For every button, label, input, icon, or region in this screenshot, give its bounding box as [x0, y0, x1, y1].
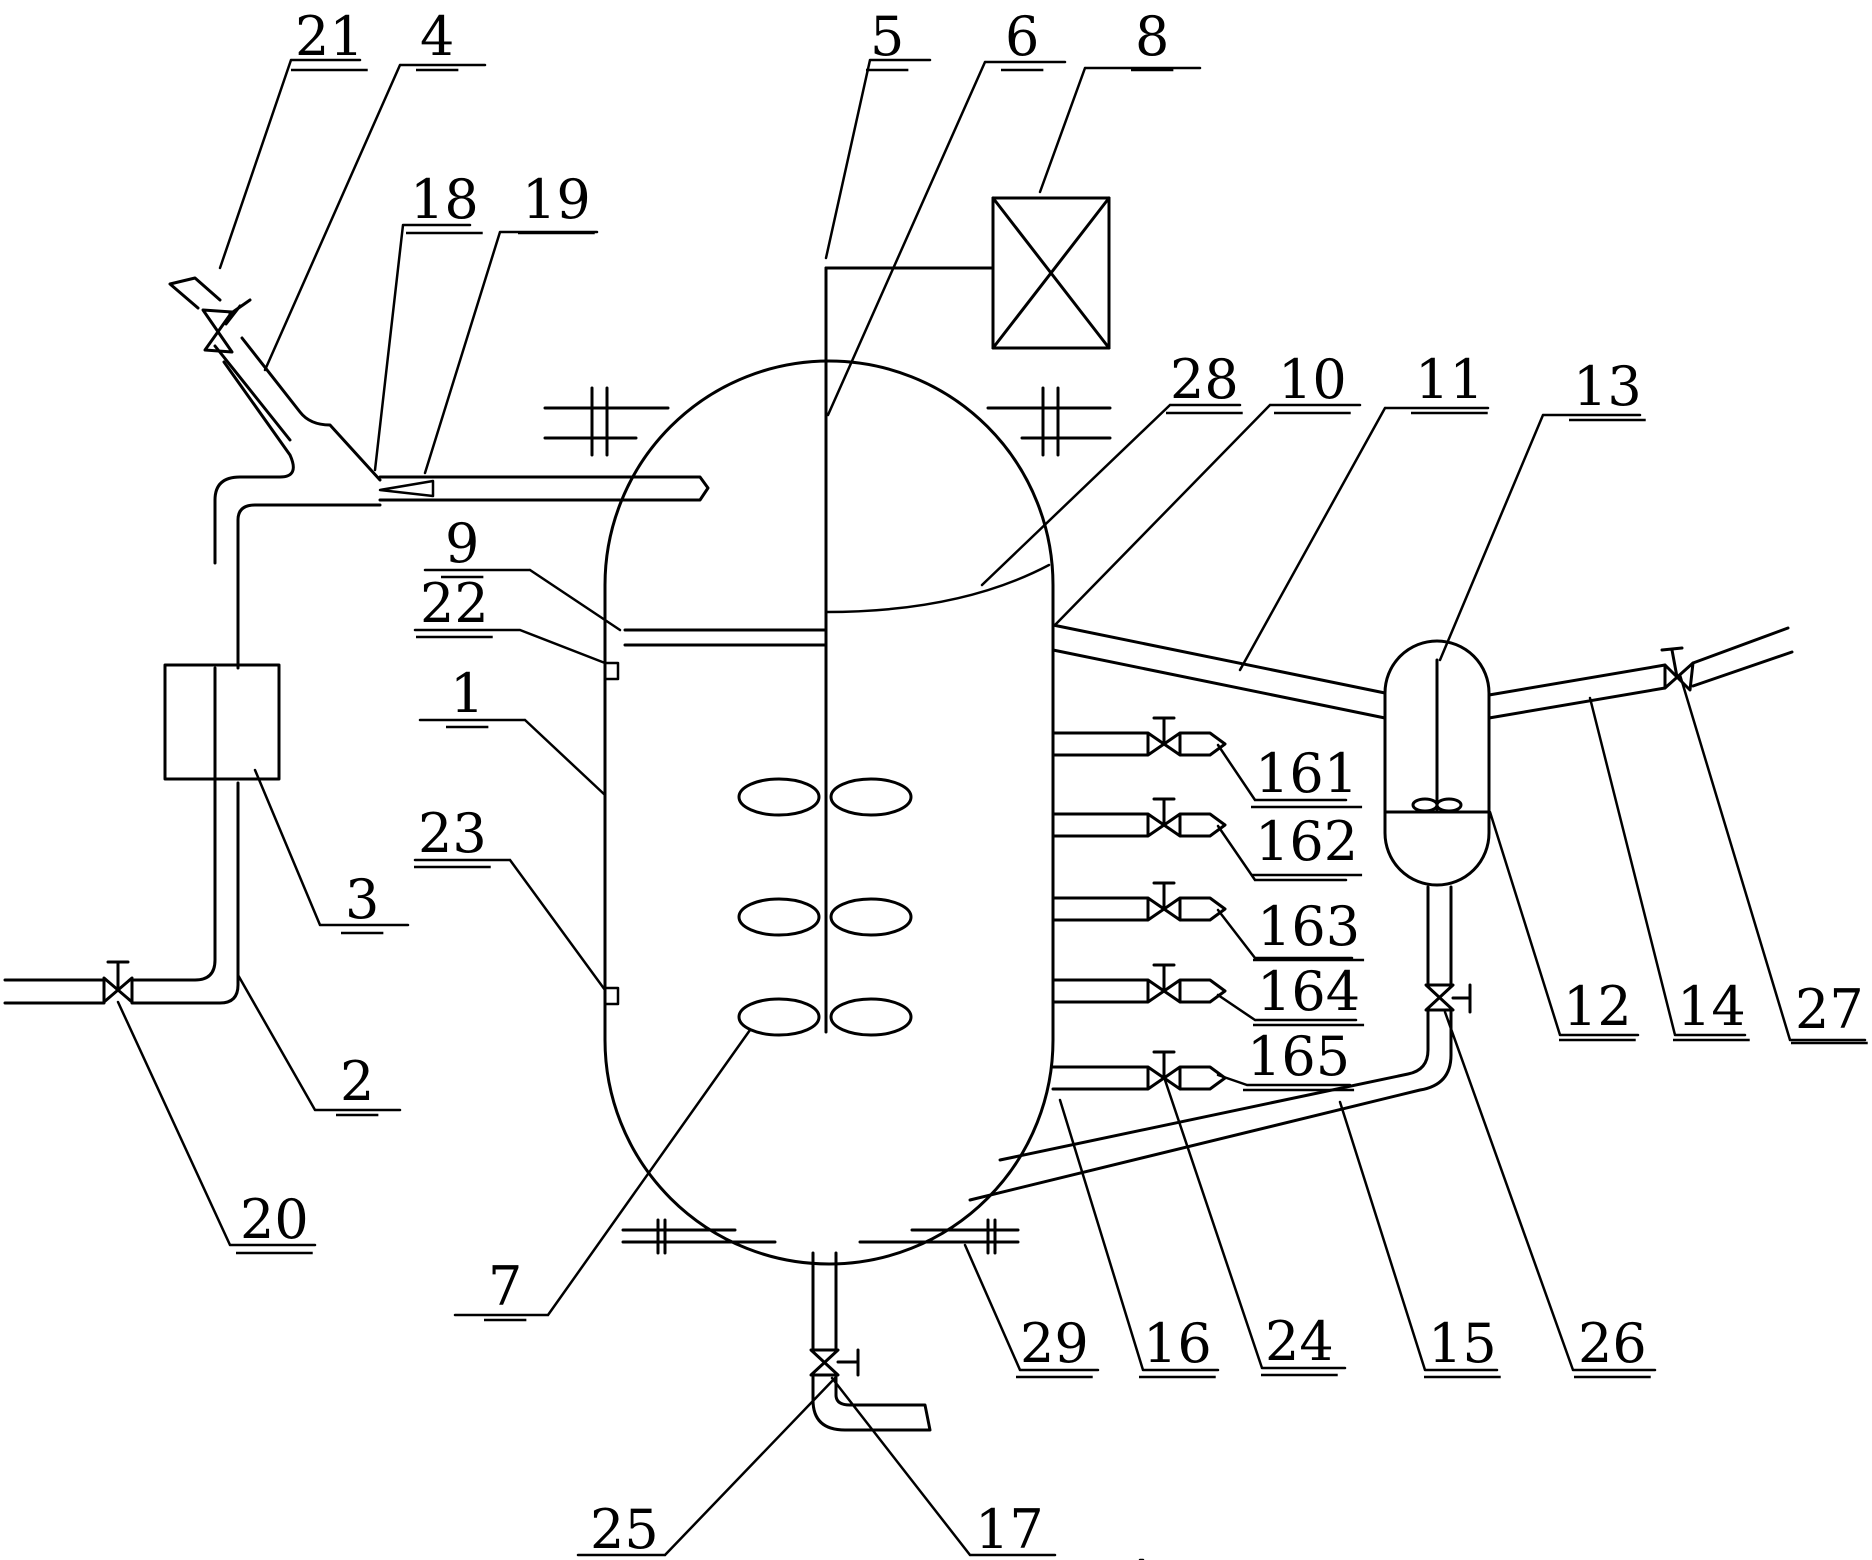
- label-13: 13: [1573, 355, 1642, 418]
- label-9: 9: [445, 512, 479, 575]
- label-28: 28: [1170, 348, 1239, 411]
- label-11: 11: [1415, 348, 1484, 411]
- label-17: 17: [975, 1498, 1044, 1560]
- reactor-vessel: [603, 359, 1055, 1266]
- label-1: 1: [450, 662, 484, 725]
- top-right-lug: [986, 386, 1112, 457]
- sensor-upper: [603, 661, 620, 681]
- label-163: 163: [1257, 895, 1360, 958]
- labels: 21 4 5 6 8 18 19 28 10 11 13 9 22 1 23 3…: [236, 5, 1868, 1560]
- separator-impeller: [1411, 797, 1463, 813]
- top-left-lug: [543, 386, 670, 457]
- label-162: 162: [1255, 810, 1358, 873]
- vapor-line: [1051, 623, 1387, 720]
- return-line: [968, 885, 1453, 1202]
- baffle: [623, 628, 828, 647]
- outlet-pipe-end: [1691, 626, 1794, 688]
- label-20: 20: [240, 1188, 309, 1251]
- feed-pipe: [130, 360, 295, 982]
- partition-plate: [824, 563, 1051, 614]
- label-22: 22: [420, 572, 489, 635]
- label-8: 8: [1135, 5, 1169, 68]
- pump-box: [163, 663, 281, 781]
- label-16: 16: [1143, 1312, 1212, 1375]
- motor-box: [991, 196, 1111, 350]
- branch-pipe-21b: [213, 344, 292, 442]
- feed-pipe-inner: [130, 503, 382, 1005]
- label-21: 21: [295, 5, 364, 68]
- label-164: 164: [1257, 960, 1360, 1023]
- impeller-blades: [737, 777, 913, 1037]
- feed-valve: [102, 960, 134, 1004]
- label-12: 12: [1563, 975, 1632, 1038]
- label-27: 27: [1795, 978, 1864, 1041]
- label-4: 4: [420, 5, 454, 68]
- label-26: 26: [1578, 1312, 1647, 1375]
- bottom-valve: [809, 1348, 860, 1377]
- nozzle-mixer: [378, 479, 435, 498]
- label-165: 165: [1247, 1025, 1350, 1088]
- label-161: 161: [1255, 742, 1358, 805]
- label-2: 2: [340, 1050, 374, 1113]
- main-nozzle: [378, 475, 710, 502]
- outlet-valve: [1660, 646, 1695, 692]
- feed-inlet-pipe: [3, 978, 106, 1005]
- separator-outlet: [1487, 663, 1667, 720]
- label-7: 7: [488, 1255, 522, 1318]
- label-3: 3: [345, 868, 379, 931]
- label-25: 25: [590, 1498, 659, 1560]
- label-14: 14: [1677, 975, 1746, 1038]
- return-valve: [1424, 983, 1472, 1014]
- sensor-lower: [603, 986, 620, 1006]
- label-29: 29: [1020, 1312, 1089, 1375]
- bottom-lugs: [621, 1218, 1020, 1255]
- label-23: 23: [418, 802, 487, 865]
- label-18: 18: [410, 168, 479, 231]
- label-15: 15: [1428, 1312, 1497, 1375]
- bottom-outlet: [811, 1251, 932, 1432]
- label-6: 6: [1005, 5, 1039, 68]
- label-5: 5: [870, 5, 904, 68]
- branch-pipe-end: [168, 276, 222, 310]
- branch-pipe-21: [240, 336, 382, 482]
- label-10: 10: [1278, 348, 1347, 411]
- label-19: 19: [522, 168, 591, 231]
- leader-lines: [116, 58, 1867, 1560]
- branch-valve: [201, 298, 252, 354]
- separator-tank: [1383, 639, 1491, 887]
- label-24: 24: [1265, 1310, 1334, 1373]
- side-outlets: [1051, 716, 1227, 1091]
